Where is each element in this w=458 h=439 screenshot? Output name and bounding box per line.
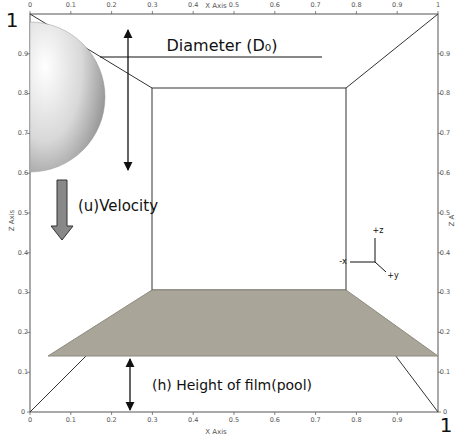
tick-label: 0.1	[66, 2, 76, 9]
velocity-arrow	[51, 180, 73, 240]
axis-triad	[350, 262, 375, 263]
dimension-arrow	[129, 359, 130, 410]
tick-label: 0.2	[440, 329, 450, 336]
tick	[356, 412, 357, 415]
tick	[193, 11, 194, 14]
tick-label: 0.6	[440, 170, 450, 177]
liquid-pool	[48, 290, 438, 356]
axis-label: +y	[387, 272, 398, 280]
dimension-label: Diameter (D₀)	[167, 38, 278, 54]
tick-label: 0.8	[18, 90, 28, 97]
dimension-label: (h) Height of film(pool)	[152, 378, 312, 392]
tick	[438, 11, 439, 14]
corner-number: 1	[6, 10, 19, 30]
dimension-arrow	[127, 30, 128, 170]
tick-label: 0.9	[392, 2, 402, 9]
tick	[152, 11, 153, 14]
tick	[397, 412, 398, 415]
tick	[70, 11, 71, 14]
tick-label: 0.1	[66, 417, 76, 424]
tick-label: 0.6	[18, 170, 28, 177]
tick-label: 0.4	[18, 250, 28, 257]
tick	[274, 412, 275, 415]
leader-line	[100, 57, 322, 58]
tick	[234, 11, 235, 14]
tick	[111, 412, 112, 415]
tick	[70, 412, 71, 415]
tick-label: 0.5	[18, 210, 28, 217]
tick	[315, 11, 316, 14]
axis-title: X Axis	[205, 429, 227, 436]
tick-label: 0.7	[440, 130, 450, 137]
tick	[30, 412, 31, 415]
tick-label: 0.9	[18, 51, 28, 58]
tick	[274, 11, 275, 14]
tick-label: 0.4	[440, 250, 450, 257]
tick-label: 0.6	[270, 2, 280, 9]
tick-label: 0.5	[440, 210, 450, 217]
tick	[438, 412, 441, 413]
tick-label: 0	[21, 409, 25, 416]
tick-label: 0.7	[310, 417, 320, 424]
axis-title: X Axis	[205, 3, 227, 10]
tick-label: 0.8	[351, 417, 361, 424]
tick-label: 0.6	[270, 417, 280, 424]
tick-label: 0.3	[18, 289, 28, 296]
tick-label: 0.3	[147, 2, 157, 9]
tick	[152, 412, 153, 415]
tick-label: 0.8	[440, 90, 450, 97]
tick	[315, 412, 316, 415]
tick-label: 0.7	[310, 2, 320, 9]
tick	[30, 11, 31, 14]
tick-label: 0	[28, 2, 32, 9]
axis-title: Z Axis	[9, 209, 16, 231]
tick-marks	[27, 11, 441, 415]
axis-label: -x	[339, 258, 347, 266]
tick-label: 0.2	[106, 2, 116, 9]
tick-label: 0	[28, 417, 32, 424]
tick	[27, 412, 30, 413]
axis-triad	[375, 262, 386, 272]
tick-label: 0.8	[351, 2, 361, 9]
tick-label: 0.1	[18, 369, 28, 376]
tick-label: 0.3	[440, 289, 450, 296]
tick-label: 0.1	[440, 369, 450, 376]
corner-number: 1	[440, 415, 453, 435]
tick	[397, 11, 398, 14]
tick-label: 1	[436, 2, 440, 9]
tick	[193, 412, 194, 415]
tick	[111, 11, 112, 14]
tick-label: 0.4	[188, 417, 198, 424]
tick-label: 0.9	[392, 417, 402, 424]
tick	[356, 11, 357, 14]
tick-label: 0.7	[18, 130, 28, 137]
axis-triad	[375, 238, 376, 262]
front-frame	[30, 14, 438, 412]
droplet	[30, 22, 105, 172]
tick-label: 0.2	[18, 329, 28, 336]
axis-title: Z A	[450, 214, 457, 226]
tick-label: 0.2	[106, 417, 116, 424]
tick-label: 0.5	[229, 417, 239, 424]
velocity-label: (u)Velocity	[78, 199, 158, 214]
tick	[234, 412, 235, 415]
axis-label: +z	[373, 227, 384, 235]
tick-label: 0.4	[188, 2, 198, 9]
tick-label: 0.9	[440, 51, 450, 58]
back-face	[152, 88, 346, 290]
tick-label: 0	[443, 409, 447, 416]
tick-label: 0.5	[229, 2, 239, 9]
tick-label: 0.3	[147, 417, 157, 424]
edge	[346, 14, 438, 88]
